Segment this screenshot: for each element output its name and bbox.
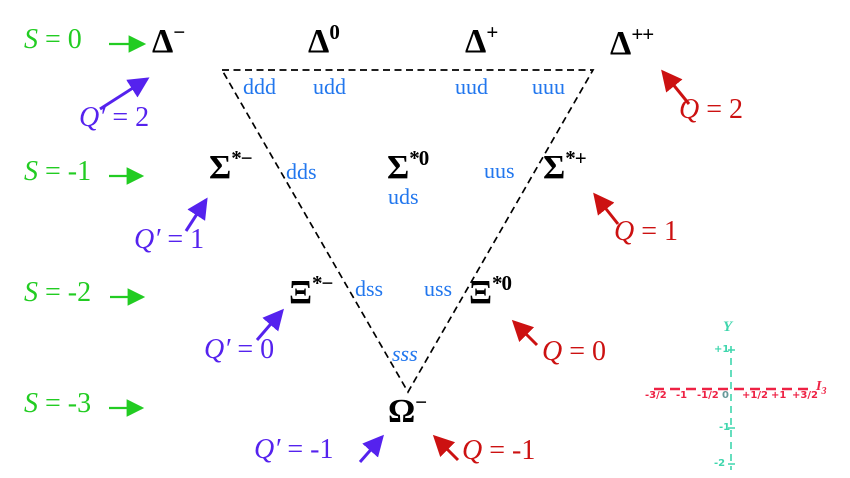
particle-delta-plus: Δ+: [465, 20, 498, 60]
q-label-minus1: Q= -1: [462, 435, 536, 466]
qprime-label-0: Q′= 0: [204, 334, 275, 365]
i3-tick-minus3-2: -3/2: [645, 390, 667, 401]
y-tick-label-minus1: -1: [719, 422, 731, 433]
qprime0-arrow: [255, 308, 284, 341]
strangeness-label-s-3: S= -3: [24, 388, 92, 419]
particle-xi-star-minus: Ξ*−: [289, 271, 334, 311]
q-label-1: Q= 1: [614, 216, 679, 247]
q-1-arrow: [432, 434, 460, 462]
y-tick-label-minus2: -2: [714, 458, 726, 469]
i3-tick-plus1: +1: [771, 390, 787, 401]
qprime1-arrow: [184, 197, 208, 232]
quark-label-uus: uus: [484, 158, 515, 183]
strangeness-label-s-2: S= -2: [24, 277, 92, 308]
quark-label-dds: dds: [286, 159, 317, 184]
qprime-label-minus1: Q′= -1: [254, 434, 334, 465]
i3-tick-plus3-2: +3/2: [792, 390, 818, 401]
quark-label-uud: uud: [455, 74, 488, 99]
qprime-1-arrow: [358, 434, 384, 463]
i3-axis-label: I3: [816, 379, 827, 397]
i3-tick-minus1: -1: [676, 390, 688, 401]
quark-label-udd: udd: [313, 74, 346, 99]
particle-sigma-star-zero: Σ*0: [387, 146, 429, 186]
quark-label-uds: uds: [388, 184, 419, 209]
particle-delta-zero: Δ0: [308, 20, 340, 60]
particle-sigma-star-minus: Σ*−: [209, 146, 253, 186]
particle-xi-star-zero: Ξ*0: [469, 271, 512, 311]
qprime-label-1: Q′= 1: [134, 224, 205, 255]
particle-omega-minus: Ω−: [388, 390, 427, 430]
quark-label-uuu: uuu: [532, 74, 565, 99]
quark-label-dss: dss: [355, 276, 384, 301]
axis-origin-label: 0: [722, 390, 729, 401]
quark-label-uss: uss: [424, 276, 453, 301]
qprime2-arrow: [99, 77, 150, 111]
i3-tick-minus1-2: -1/2: [697, 390, 719, 401]
decuplet-triangle-outline: [220, 69, 595, 394]
particle-delta-plus-plus: Δ++: [610, 22, 654, 62]
q1-arrow: [593, 192, 620, 225]
particle-delta-minus: Δ−: [152, 20, 185, 60]
q-label-2: Q= 2: [679, 94, 744, 125]
strangeness-label-s0: S= 0: [24, 24, 82, 55]
q2-arrow: [661, 69, 691, 105]
strangeness-label-s-1: S= -1: [24, 156, 92, 187]
q0-arrow: [511, 319, 539, 347]
qprime-label-2: Q′= 2: [79, 102, 150, 133]
particle-sigma-star-plus: Σ*+: [543, 146, 587, 186]
quark-label-sss: sss: [392, 341, 418, 366]
q-label-0: Q= 0: [542, 336, 607, 367]
y-tick-label-plus1: +1: [714, 344, 730, 355]
y-axis-label: Y: [723, 319, 733, 335]
quark-label-ddd: ddd: [243, 74, 276, 99]
i3-tick-plus1-2: +1/2: [742, 390, 768, 401]
